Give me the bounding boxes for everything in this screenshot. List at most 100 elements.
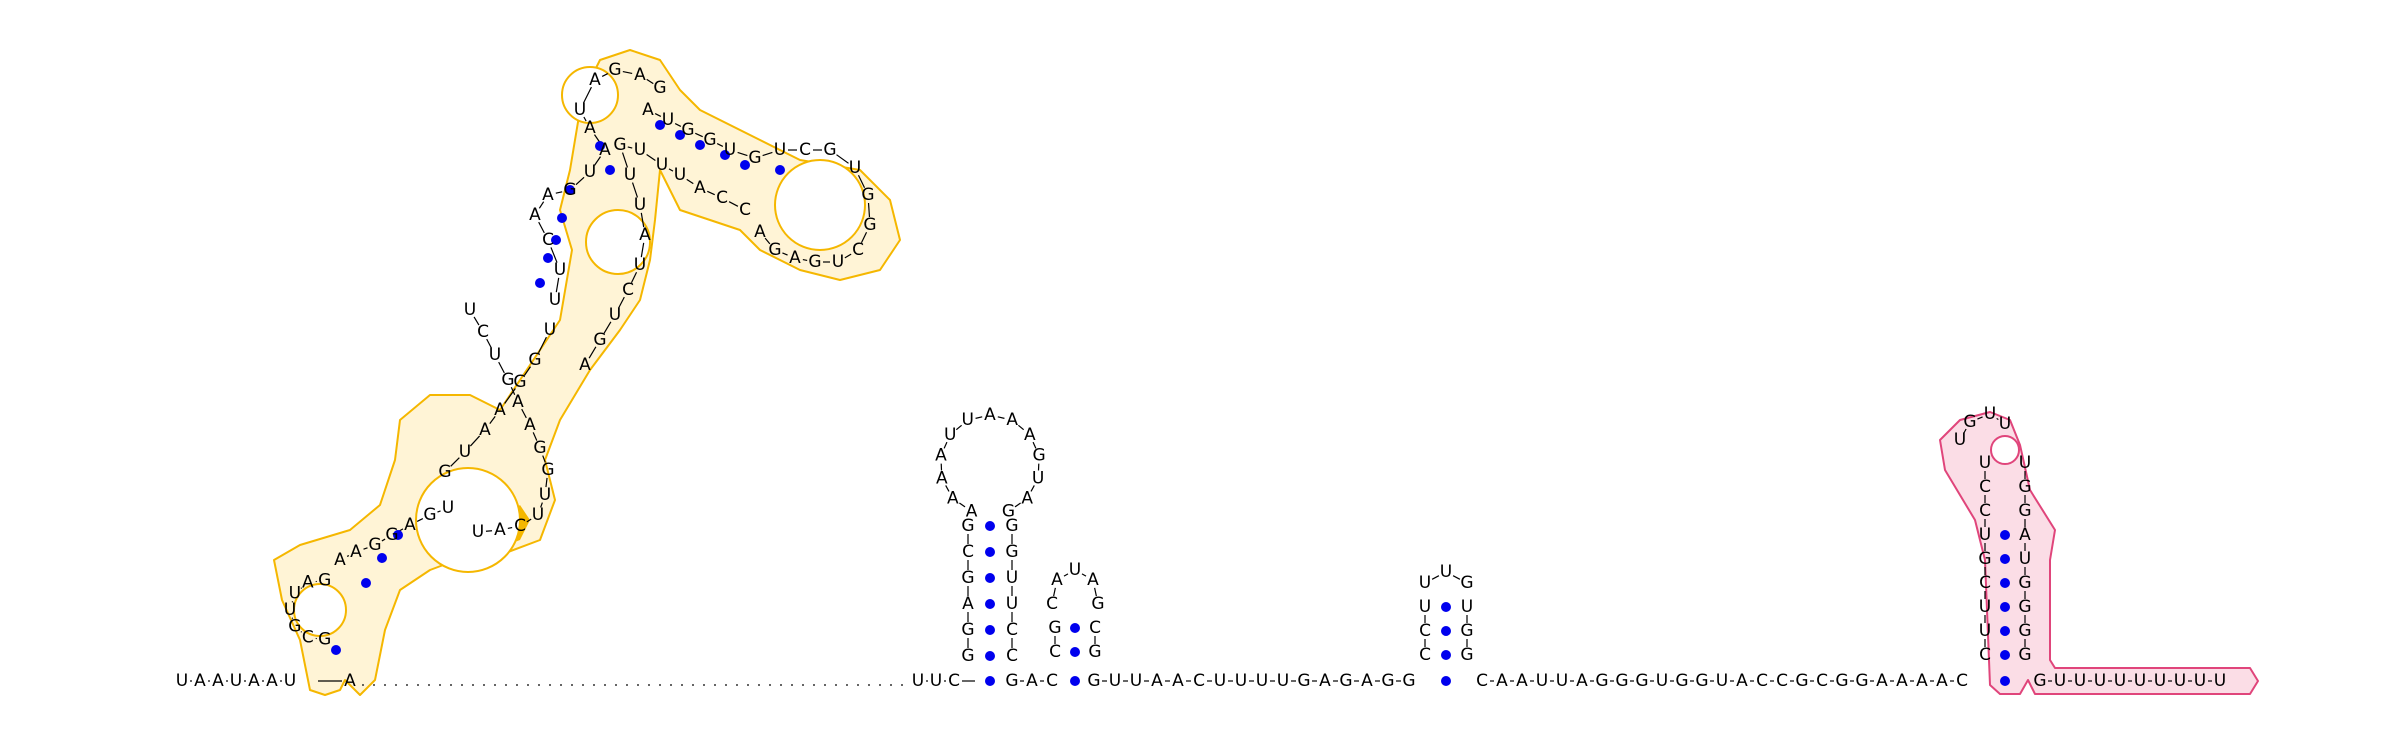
nucleotide-linker: U — [1256, 671, 1268, 691]
base-pair-dot — [2000, 530, 2010, 540]
nucleotide-hp2-loop: A — [936, 468, 948, 488]
nucleotide-mid: C — [1046, 671, 1058, 691]
nucleotide-tail: A — [1496, 671, 1508, 691]
nucleotide-3prime: U — [2074, 671, 2086, 691]
nucleotide-3prime: U — [2094, 671, 2106, 691]
nucleotide-pink-hp: C — [1979, 645, 1991, 665]
nucleotide-hp3-loop: A — [1051, 570, 1063, 590]
backbone-segment — [486, 338, 492, 349]
nucleotide-hp2: C — [1006, 620, 1018, 640]
base-pair-dot — [595, 141, 605, 151]
nucleotide-pink-hp: U — [1979, 525, 1991, 545]
nucleotide-right-stem: U — [674, 165, 686, 185]
nucleotide-hp2: G — [961, 646, 974, 666]
nucleotide-pink-hp: U — [1979, 621, 1991, 641]
nucleotide-top: U — [584, 162, 596, 182]
backbone-segment — [646, 78, 654, 85]
backbone-segment — [555, 277, 560, 293]
nucleotide-right-stem: C — [622, 280, 634, 300]
nucleotide-stem: G — [368, 535, 381, 555]
base-pair-dot — [1441, 602, 1451, 612]
backbone-segment — [782, 252, 788, 256]
nucleotide-linker: A — [1361, 671, 1373, 691]
nucleotide-stem: A — [404, 515, 416, 535]
nucleotide-loop: C — [302, 627, 314, 647]
base-pair-dot — [1441, 626, 1451, 636]
backbone-segment — [955, 424, 962, 431]
base-pair-dot — [775, 165, 785, 175]
base-pair-dot — [535, 278, 545, 288]
nucleotide-stem: U — [532, 505, 544, 525]
nucleotide-pink-hp: G — [2018, 597, 2031, 617]
backbone-segment — [524, 366, 531, 376]
nucleotide-right-loop: A — [754, 222, 766, 242]
base-pair-dot — [985, 676, 995, 686]
nucleotide-stem: G — [528, 350, 541, 370]
nucleotide-right-loop: G — [768, 240, 781, 260]
backbone-segment — [762, 151, 773, 157]
nucleotide-gap: U — [930, 671, 942, 691]
nucleotide-right-loop: U — [724, 140, 736, 160]
backbone-segment — [583, 86, 592, 104]
nucleotide-hp2: G — [961, 568, 974, 588]
nucleotide-pink-loop: U — [1999, 414, 2011, 434]
backbone-segment — [1063, 573, 1069, 577]
backbone-segment — [959, 502, 966, 508]
nucleotide-hp2-loop: G — [1002, 501, 1015, 521]
nucleotide-gap: C — [948, 671, 960, 691]
backbone-segment — [674, 123, 682, 127]
nucleotide-right-stem: U — [656, 155, 668, 175]
base-pair-dot — [985, 651, 995, 661]
nucleotide-pink-hp: U — [1979, 597, 1991, 617]
nucleotide-right-loop: U — [849, 158, 861, 178]
nucleotide-hp3-loop: A — [1087, 570, 1099, 590]
nucleotide-tail: C — [1776, 671, 1788, 691]
nucleotide-pink-hp: U — [2019, 453, 2031, 473]
nucleotide-stem: U — [539, 485, 551, 505]
nucleotide-stem: G — [423, 505, 436, 525]
backbone-segment — [538, 336, 547, 354]
base-pair-dot — [557, 213, 567, 223]
nucleotide-tail: C — [1756, 671, 1768, 691]
nucleotide-3prime: U — [2174, 671, 2186, 691]
loop-hole — [774, 159, 866, 251]
nucleotide-hp2-loop: A — [947, 488, 959, 508]
nucleotide-tail: G — [1795, 671, 1808, 691]
backbone-segment — [1452, 575, 1461, 580]
backbone-segment — [550, 247, 558, 263]
nucleotide-hp4: U — [1461, 597, 1473, 617]
nucleotide-pink-loop: U — [1954, 430, 1966, 450]
nucleotide-loop: A — [302, 573, 314, 593]
backbone-segment — [631, 182, 639, 198]
nucleotide-top: A — [542, 185, 554, 205]
nucleotide-hp3-loop: G — [1091, 594, 1104, 614]
nucleotide-pink-hp: C — [1979, 477, 1991, 497]
nucleotide-right-loop: G — [808, 252, 821, 272]
nucleotide-pink-hp: G — [2018, 501, 2031, 521]
nucleotide-hp3: G — [1088, 642, 1101, 662]
nucleotide-hp2-loop: A — [1024, 425, 1036, 445]
nucleotide-stem: U — [442, 498, 454, 518]
backbone-segment — [867, 202, 871, 218]
backbone-segment — [802, 258, 808, 262]
nucleotide-linker: G — [1381, 671, 1394, 691]
nucleotide-hp3-loop: U — [1069, 560, 1081, 580]
nucleotide-hp2: G — [961, 620, 974, 640]
nucleotide-stem: A — [524, 415, 536, 435]
nucleotide-linker: U — [1109, 671, 1121, 691]
backbone-segment — [695, 132, 703, 138]
nucleotide-top: A — [634, 65, 646, 85]
backbone-segment — [507, 526, 513, 530]
backbone-segment — [857, 174, 866, 189]
nucleotide-hp2-loop: A — [935, 446, 947, 466]
nucleotide-tail: G — [1635, 671, 1648, 691]
nucleotide-hp2: G — [961, 516, 974, 536]
nucleotide-linker: C — [1193, 671, 1205, 691]
nucleotide-right-stem: C — [716, 188, 728, 208]
backbone-segment — [860, 231, 868, 244]
nucleotide-right-loop: A — [789, 248, 801, 268]
nucleotide-right-loop: C — [799, 140, 811, 160]
backbone-segment — [1094, 587, 1097, 597]
base-pair-dot — [1441, 676, 1451, 686]
base-pair-dot — [605, 165, 615, 175]
